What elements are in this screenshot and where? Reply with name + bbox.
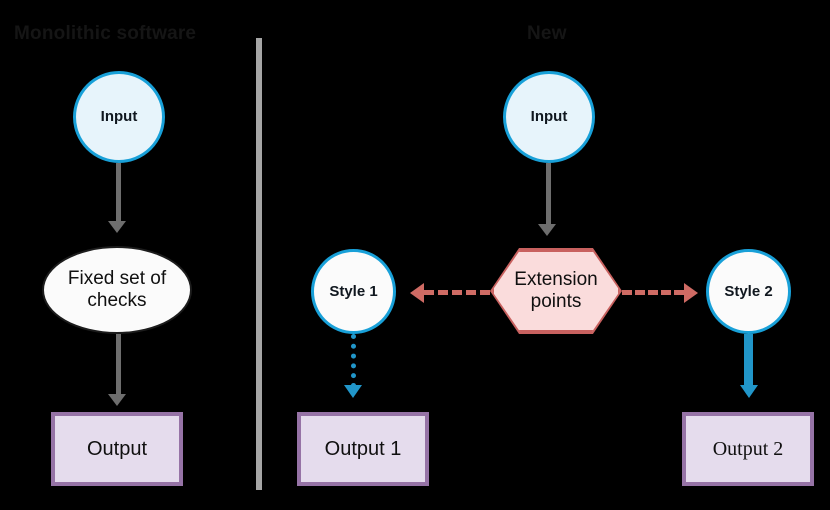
edge-input-to-extension-line — [546, 163, 551, 226]
edge-input-to-extension-arrow — [538, 224, 556, 236]
edge-extension-to-style2-line — [622, 290, 684, 295]
node-output-left[interactable]: Output — [51, 412, 183, 486]
node-output-2[interactable]: Output 2 — [682, 412, 814, 486]
edge-extension-to-style2-arrow — [684, 283, 698, 303]
section-title-right: New — [527, 23, 567, 44]
node-input-left[interactable]: Input — [73, 71, 165, 163]
node-fixed-checks[interactable]: Fixed set of checks — [42, 246, 192, 334]
edge-style2-to-output2-arrow — [740, 385, 758, 398]
node-extension-points[interactable]: Extension points — [492, 250, 620, 332]
section-divider — [256, 38, 262, 490]
edge-checks-to-output-arrow — [108, 394, 126, 406]
node-style-1[interactable]: Style 1 — [311, 249, 396, 334]
edge-style2-to-output2-line — [744, 334, 753, 388]
edge-extension-to-style1-arrow — [410, 283, 424, 303]
node-style-2[interactable]: Style 2 — [706, 249, 791, 334]
node-output-1[interactable]: Output 1 — [297, 412, 429, 486]
section-title-left: Monolithic software — [14, 23, 197, 44]
node-input-right[interactable]: Input — [503, 71, 595, 163]
edge-style1-to-output1-line — [351, 334, 356, 388]
edge-style1-to-output1-arrow — [344, 385, 362, 398]
edge-checks-to-output-line — [116, 334, 121, 396]
edge-input-to-checks-line — [116, 163, 121, 223]
edge-input-to-checks-arrow — [108, 221, 126, 233]
edge-extension-to-style1-line — [424, 290, 490, 295]
